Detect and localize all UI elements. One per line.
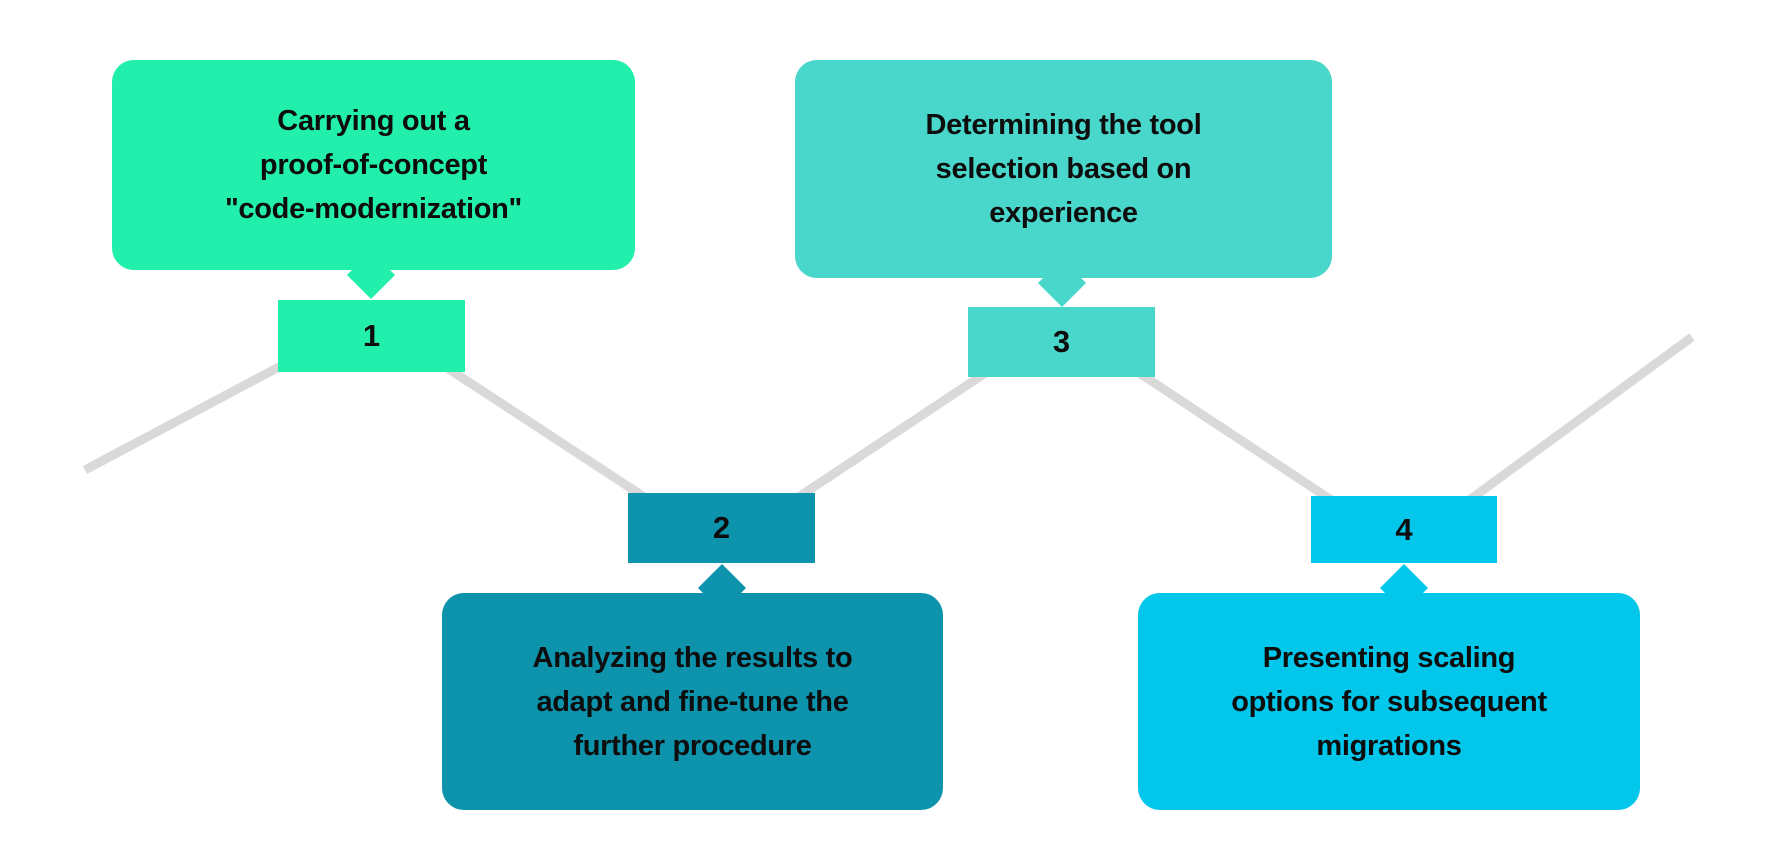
step-2-number: 2 [712,510,731,545]
step-4-marker: 4 [1311,496,1497,563]
step-4-text-line: migrations [1316,729,1462,762]
step-4-number: 4 [1395,511,1413,547]
step-1-text-line: Carrying out a [277,105,470,137]
step-4-text-line: options for subsequent [1231,685,1547,718]
step-1-callout: Carrying out a proof-of-concept "code-mo… [112,60,635,270]
step-1-marker: 1 [278,300,465,372]
step-1-text-line: proof-of-concept [259,149,488,181]
step-3-text-line: experience [989,197,1138,229]
step-4-text-line: Presenting scaling [1262,641,1516,674]
step-3-text-line: Determining the tool [925,109,1202,141]
step-2-callout: Analyzing the results to adapt and fine-… [442,593,943,810]
step-3-number: 3 [1052,324,1071,359]
step-2-text-line: adapt and fine-tune the [536,685,849,718]
step-2-text-line: Analyzing the results to [532,641,853,674]
step-1-text-line: "code-modernization" [224,193,522,225]
step-2-marker: 2 [628,493,815,563]
step-3-marker: 3 [968,307,1155,377]
step-2-text-line: further procedure [573,729,812,762]
step-3-text-line: selection based on [935,153,1192,185]
step-3-callout: Determining the tool selection based on … [795,60,1332,278]
step-4-callout: Presenting scaling options for subsequen… [1138,593,1640,810]
step-1-number: 1 [362,318,381,353]
